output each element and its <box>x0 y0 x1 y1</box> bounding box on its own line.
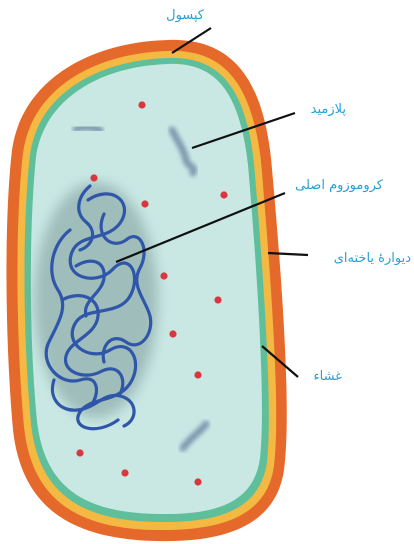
ribosome <box>194 371 201 378</box>
ribosome <box>90 174 97 181</box>
ribosome <box>169 330 176 337</box>
plasmid <box>76 127 100 130</box>
chromosome-label: کروموزوم اصلی <box>295 178 384 193</box>
membrane-label: غشاء <box>314 369 343 384</box>
ribosome <box>214 296 221 303</box>
ribosome <box>76 449 83 456</box>
ribosome <box>220 191 227 198</box>
ribosome <box>141 200 148 207</box>
ribosome <box>138 101 145 108</box>
plasmid-label: پلازمید <box>311 102 347 117</box>
ribosome <box>121 469 128 476</box>
cell-wall-label: دیوارهٔ یاخته‌ای <box>334 251 411 266</box>
capsule-label: کپسول <box>166 8 205 23</box>
ribosome <box>160 272 167 279</box>
ribosome <box>194 478 201 485</box>
